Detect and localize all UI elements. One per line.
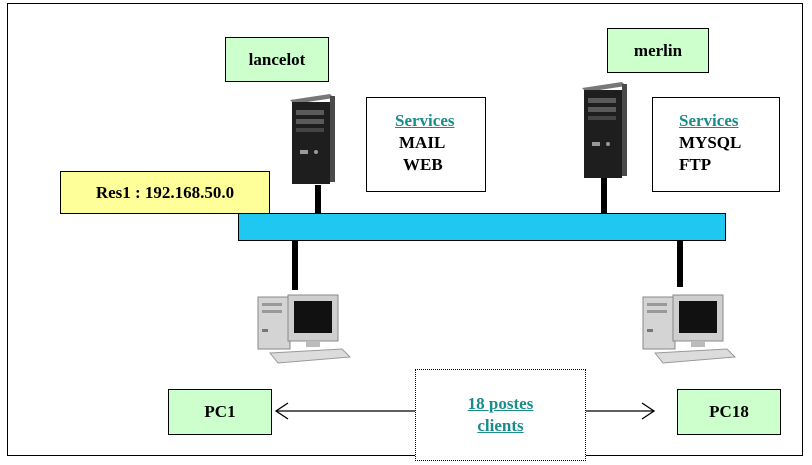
service-item: WEB	[403, 155, 443, 174]
link-lancelot-bus	[315, 185, 321, 214]
server-label-merlin: merlin	[607, 28, 709, 73]
clients-group-line2: clients	[477, 416, 524, 435]
server-tower-icon-merlin	[582, 82, 627, 178]
client-label-pc1: PC1	[168, 389, 272, 435]
server-tower-icon-lancelot	[290, 94, 335, 184]
service-item: MYSQL	[679, 133, 742, 152]
clients-group-line1: 18 postes	[467, 394, 534, 413]
workstation-icon-pc1	[257, 294, 352, 364]
link-merlin-bus	[601, 178, 607, 214]
service-item: MAIL	[399, 133, 446, 152]
arrow-left-icon	[274, 402, 415, 420]
link-bus-pc1	[292, 241, 298, 290]
services-box-lancelot: Services MAIL WEB	[366, 97, 486, 192]
client-label-pc18: PC18	[677, 389, 781, 435]
service-item: FTP	[679, 155, 712, 174]
clients-group-box: 18 postes clients	[415, 369, 586, 461]
server-label-lancelot: lancelot	[225, 37, 329, 82]
workstation-icon-pc18	[642, 294, 737, 364]
services-box-merlin: Services MYSQL FTP	[652, 97, 780, 192]
arrow-right-icon	[586, 402, 656, 420]
services-title: Services	[395, 111, 455, 130]
diagram-frame	[7, 3, 803, 456]
link-bus-pc18	[677, 241, 683, 287]
services-title: Services	[679, 111, 739, 130]
network-bus	[238, 213, 726, 241]
network-label: Res1 : 192.168.50.0	[60, 171, 270, 214]
